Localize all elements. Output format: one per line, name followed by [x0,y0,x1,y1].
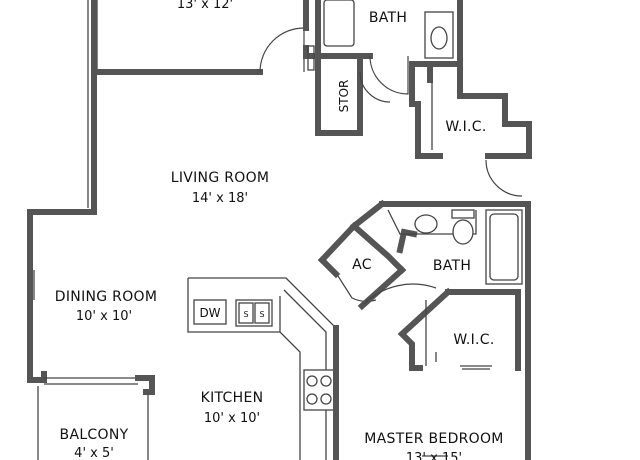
top-wic-walls [415,61,532,159]
master-bath-door[interactable] [363,283,437,305]
ac-closet-walls [317,199,407,279]
living-room-dims: 14' x 18' [192,191,248,206]
top-bathtub [323,0,355,47]
master-toilet-tank [451,209,475,219]
ac-label: AC [352,257,372,273]
kitchen-dims: 10' x 10' [204,411,260,426]
sink-left-label: S [243,310,248,319]
top-wic-door[interactable] [485,159,523,197]
master-wic-walls [397,287,521,371]
top-bath-walls [303,0,463,136]
sink-right-label: S [259,310,264,319]
balcony-label: BALCONY [60,427,129,443]
stor-label: STOR [337,80,351,113]
top-bedroom-dims: 13' x 12' [177,0,233,12]
top-sink [430,26,448,50]
living-dining-walls [27,69,97,383]
top-bath-door[interactable] [369,55,409,95]
dining-room-dims: 10' x 10' [76,309,132,324]
top-bedroom-door[interactable] [259,27,305,73]
kitchen-sink: S S [235,299,273,327]
top-bath-label: BATH [369,10,407,26]
kitchen-label: KITCHEN [201,390,264,406]
master-wic-label: W.I.C. [453,332,494,348]
master-bedroom-dims: 13' x 15' [406,451,462,460]
master-bath-label: BATH [433,258,471,274]
master-bedroom-label: MASTER BEDROOM [364,431,503,447]
master-bathtub [485,209,523,285]
stove [303,369,335,411]
master-sink [414,214,438,234]
living-room-label: LIVING ROOM [171,170,270,186]
dishwasher-label: DW [199,306,220,320]
dishwasher: DW [193,299,227,325]
balcony-walls [37,371,155,460]
dining-room-label: DINING ROOM [55,289,157,305]
top-wic-label: W.I.C. [445,119,486,135]
top-bedroom-walls [87,0,263,75]
stor-door[interactable] [359,71,391,103]
balcony-dims: 4' x 5' [74,446,114,460]
master-toilet [452,219,474,245]
